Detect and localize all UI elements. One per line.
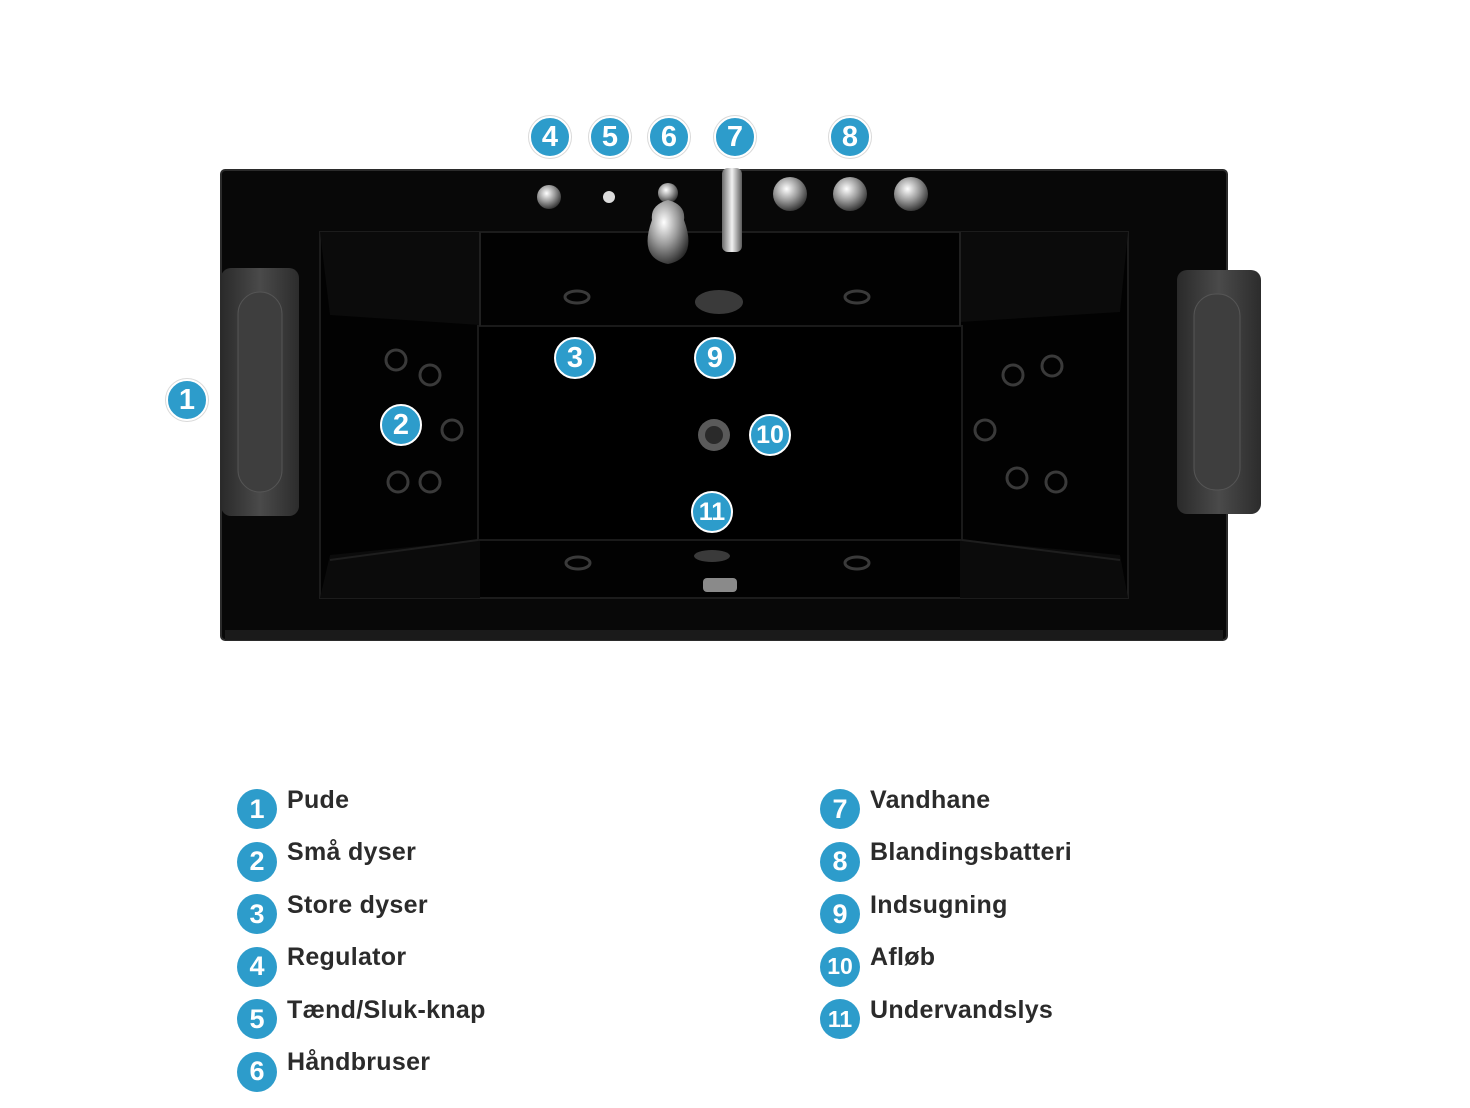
- callout-1: 1: [166, 379, 208, 421]
- callout-4: 4: [529, 116, 571, 158]
- legend-label: Pude: [287, 785, 350, 814]
- legend-item: 1 Pude: [237, 778, 486, 831]
- legend-label: Afløb: [870, 943, 936, 972]
- legend-label: Vandhane: [870, 785, 991, 814]
- hand-shower-icon: [647, 183, 689, 264]
- pillow-left: [221, 268, 299, 516]
- legend-item: 10 Afløb: [820, 936, 1072, 989]
- callout-6: 6: [648, 116, 690, 158]
- drain: [698, 419, 737, 592]
- pillow-right: [1177, 270, 1261, 514]
- legend-left: 1 Pude 2 Små dyser 3 Store dyser 4 Regul…: [237, 778, 486, 1093]
- callout-3: 3: [554, 337, 596, 379]
- legend-label: Undervandslys: [870, 995, 1054, 1024]
- legend-item: 2 Små dyser: [237, 831, 486, 884]
- legend-label: Tænd/Sluk-knap: [287, 995, 486, 1024]
- legend-number: 11: [820, 999, 860, 1040]
- legend-item: 6 Håndbruser: [237, 1041, 486, 1094]
- legend-label: Store dyser: [287, 890, 428, 919]
- legend-label: Indsugning: [870, 890, 1008, 919]
- legend-number: 5: [237, 999, 277, 1040]
- legend-item: 11 Undervandslys: [820, 988, 1072, 1041]
- suction-grille: [694, 290, 743, 562]
- callout-7: 7: [714, 116, 756, 158]
- legend-item: 4 Regulator: [237, 936, 486, 989]
- legend-number: 10: [820, 946, 860, 987]
- callout-10: 10: [749, 414, 791, 456]
- legend-number: 9: [820, 894, 860, 935]
- legend-right: 7 Vandhane 8 Blandingsbatteri 9 Indsugni…: [820, 778, 1072, 1041]
- controls: [537, 168, 928, 264]
- legend-item: 7 Vandhane: [820, 778, 1072, 831]
- legend-item: 9 Indsugning: [820, 883, 1072, 936]
- callout-2: 2: [380, 404, 422, 446]
- legend-label: Små dyser: [287, 838, 417, 867]
- legend-item: 5 Tænd/Sluk-knap: [237, 988, 486, 1041]
- legend-number: 3: [237, 894, 277, 935]
- bathtub-illustration: [220, 168, 1261, 641]
- callout-8: 8: [829, 116, 871, 158]
- legend-number: 8: [820, 841, 860, 882]
- legend-number: 4: [237, 946, 277, 987]
- bathtub-diagram: 1 2 3 4 5 6 7 8 9 10 11: [166, 116, 1261, 641]
- legend-label: Håndbruser: [287, 1048, 431, 1077]
- legend-number: 6: [237, 1051, 277, 1092]
- legend-number: 2: [237, 841, 277, 882]
- legend-number: 7: [820, 789, 860, 830]
- legend-item: 3 Store dyser: [237, 883, 486, 936]
- tub-basin: [319, 231, 1129, 599]
- legend-number: 1: [237, 789, 277, 830]
- legend-item: 8 Blandingsbatteri: [820, 831, 1072, 884]
- jets: [384, 289, 1068, 571]
- legend-label: Blandingsbatteri: [870, 838, 1073, 867]
- callout-11: 11: [691, 491, 733, 533]
- legend-label: Regulator: [287, 943, 407, 972]
- callout-9: 9: [694, 337, 736, 379]
- callout-5: 5: [589, 116, 631, 158]
